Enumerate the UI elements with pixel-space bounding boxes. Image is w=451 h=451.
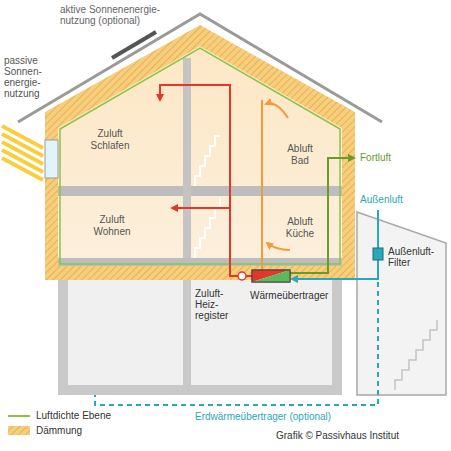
room-label: Zuluft Schlafen <box>86 128 134 152</box>
annotation-label: Wärmeübertrager <box>250 290 328 301</box>
interior-wall <box>183 58 191 258</box>
window <box>45 140 58 178</box>
room-label: Abluft Küche <box>277 216 323 240</box>
annotation-label: aktive Sonnenenergie- nutzung (optional) <box>60 4 172 26</box>
annotation-label: Fortluft <box>360 152 391 163</box>
floor-slab <box>58 186 342 196</box>
extract-arrow <box>266 103 288 118</box>
room-area: Zuluft Wohnen <box>86 212 138 240</box>
basement-wall <box>332 280 342 395</box>
legend-text: Luftdichte Ebene <box>36 410 111 421</box>
extract-arrow <box>267 243 290 250</box>
annotation-label: Zuluft- Heiz- register <box>195 288 239 321</box>
roof <box>18 14 382 122</box>
supply-duct <box>160 85 252 276</box>
exhaust-duct <box>290 158 354 273</box>
sun-rays <box>2 126 43 180</box>
solar-panel <box>112 32 156 58</box>
annotation-label: Außenluft <box>360 194 403 205</box>
basement-column <box>183 280 191 385</box>
heat-exchanger <box>252 270 290 282</box>
annotation-label: Erdwärmeübertrager (optional) <box>195 411 331 422</box>
basement-wall <box>58 280 68 395</box>
heated-interior <box>58 46 342 266</box>
room-area: Abluft Küche <box>275 214 325 242</box>
room-label: Zuluft Wohnen <box>88 214 136 238</box>
annotation-label: passive Sonnen- energie- nutzung <box>4 55 50 99</box>
basement-floor <box>58 385 342 395</box>
floor-slab <box>58 258 342 266</box>
airtight-layer <box>60 48 340 264</box>
room-label: Abluft Bad <box>277 143 323 167</box>
annotation-label: Außenluft- Filter <box>388 246 444 268</box>
room-area: Abluft Bad <box>275 141 325 169</box>
heating-register <box>238 272 246 280</box>
ground-heat-exchanger <box>95 282 378 405</box>
insulation <box>45 25 355 280</box>
legend-hatch <box>8 426 30 435</box>
annex-stairs <box>395 320 437 390</box>
stairs <box>195 136 220 186</box>
legend-line <box>8 415 30 417</box>
extract-duct <box>261 100 263 270</box>
basement <box>58 280 342 395</box>
room-area: Zuluft Schlafen <box>84 126 136 154</box>
supply-duct <box>172 207 230 209</box>
annex <box>357 212 446 395</box>
air-filter <box>373 248 383 260</box>
legend-text: Dämmung <box>36 425 82 436</box>
annotation-label: Grafik © Passivhaus Institut <box>276 430 399 441</box>
